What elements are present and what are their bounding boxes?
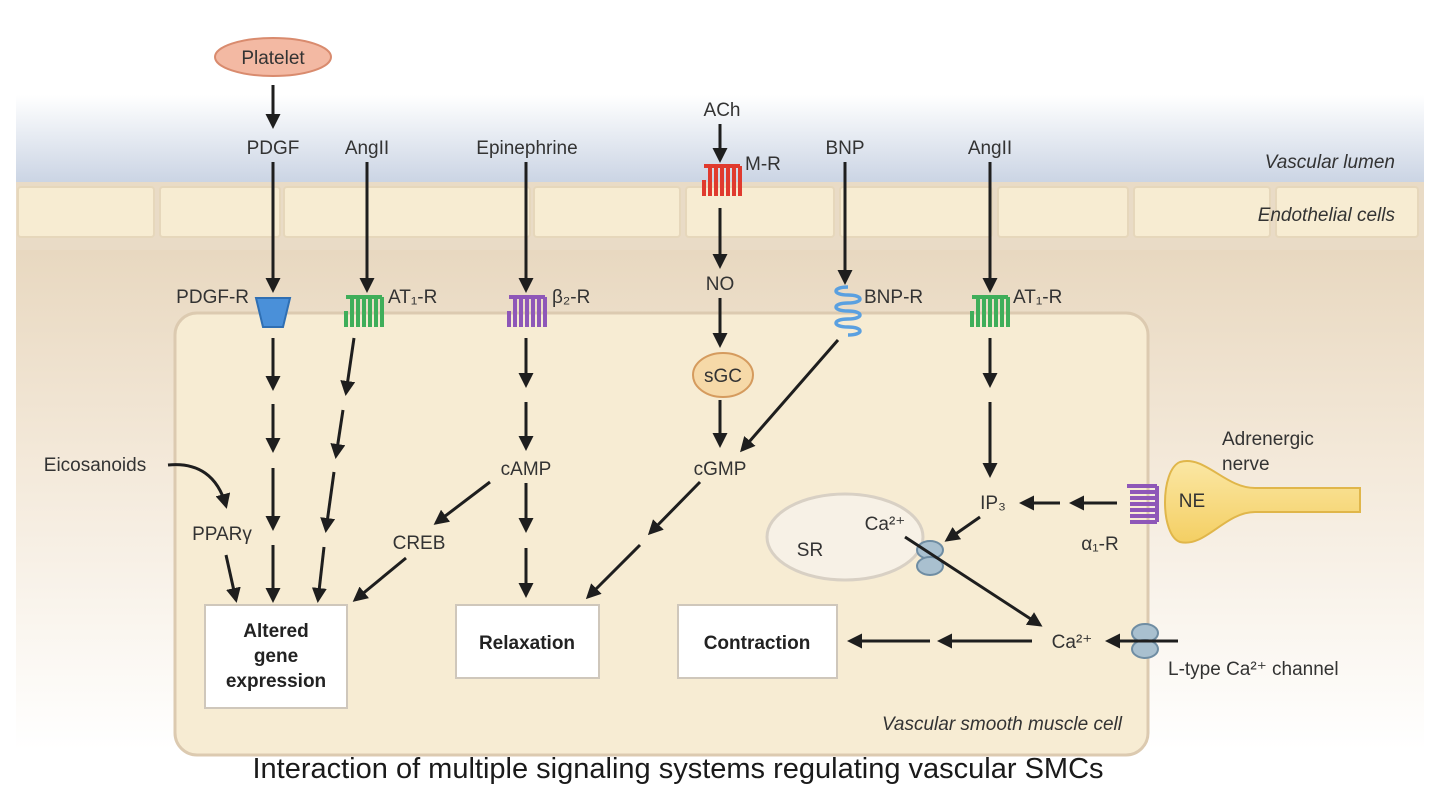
sgc-enzyme <box>692 352 754 398</box>
b2-r-label: β₂-R <box>552 287 590 308</box>
bnp-label: BNP <box>825 138 864 159</box>
ppar-label: PPARγ <box>192 524 252 545</box>
sr-calcium-channel-icon <box>916 540 944 576</box>
nerve-label: nerve <box>1222 454 1270 475</box>
ach-label: ACh <box>704 100 741 121</box>
at1-r-label: AT₁-R <box>388 287 437 308</box>
alpha1-receptor-icon <box>1127 484 1159 524</box>
angii-label: AngII <box>968 138 1012 159</box>
contraction-label: Contraction <box>704 633 811 654</box>
sarcoplasmic-reticulum <box>765 492 925 582</box>
sgc-label: sGC <box>704 366 742 387</box>
m-receptor-icon <box>702 164 742 196</box>
gene-expression-line1: Altered <box>243 621 308 642</box>
gene-expression-line2: gene <box>254 646 298 667</box>
sr-label: SR <box>797 540 823 561</box>
relaxation-label: Relaxation <box>479 633 575 654</box>
platelet-cell <box>214 37 332 77</box>
m-r-label: M-R <box>745 154 781 175</box>
camp-label: cAMP <box>501 459 552 480</box>
l-type-channel-label: L-type Ca²⁺ channel <box>1168 659 1339 680</box>
endothelial-cells-label: Endothelial cells <box>1258 205 1396 226</box>
platelet-label: Platelet <box>241 48 305 69</box>
at1-receptor-icon <box>344 295 384 327</box>
ne-label: NE <box>1179 491 1205 512</box>
diagram-caption: Interaction of multiple signaling system… <box>252 753 1103 785</box>
vascular-lumen-label: Vascular lumen <box>1265 152 1395 173</box>
b2-receptor-icon <box>507 295 547 327</box>
vsmc-label: Vascular smooth muscle cell <box>882 714 1123 735</box>
bnp-r-label: BNP-R <box>864 287 923 308</box>
sr-calcium-label: Ca²⁺ <box>865 514 906 535</box>
endothelial-cells <box>17 186 1419 238</box>
epinephrine-label: Epinephrine <box>476 138 577 159</box>
relaxation-box <box>455 604 600 679</box>
pdgf-label: PDGF <box>247 138 300 159</box>
creb-label: CREB <box>393 533 446 554</box>
gene-expression-box <box>204 604 348 709</box>
alpha1-r-label: α₁-R <box>1081 534 1118 555</box>
l-type-channel-icon <box>1131 623 1159 659</box>
adrenergic-label: Adrenergic <box>1222 429 1314 450</box>
pdgf-r-label: PDGF-R <box>176 287 249 308</box>
at1-r-label: AT₁-R <box>1013 287 1062 308</box>
angii-label: AngII <box>345 138 389 159</box>
adrenergic-nerve-terminal <box>1164 460 1361 544</box>
ip3-label: IP₃ <box>980 493 1006 514</box>
cytosolic-calcium-label: Ca²⁺ <box>1052 632 1093 653</box>
pdgf-receptor-icon <box>254 297 292 328</box>
no-label: NO <box>706 274 735 295</box>
at1-receptor-icon <box>970 295 1010 327</box>
contraction-box <box>677 604 838 679</box>
gene-expression-line3: expression <box>226 671 326 692</box>
bnp-receptor-icon <box>834 285 862 337</box>
eicosanoids-label: Eicosanoids <box>44 455 146 476</box>
cgmp-label: cGMP <box>694 459 747 480</box>
signaling-arrows <box>167 85 1178 649</box>
